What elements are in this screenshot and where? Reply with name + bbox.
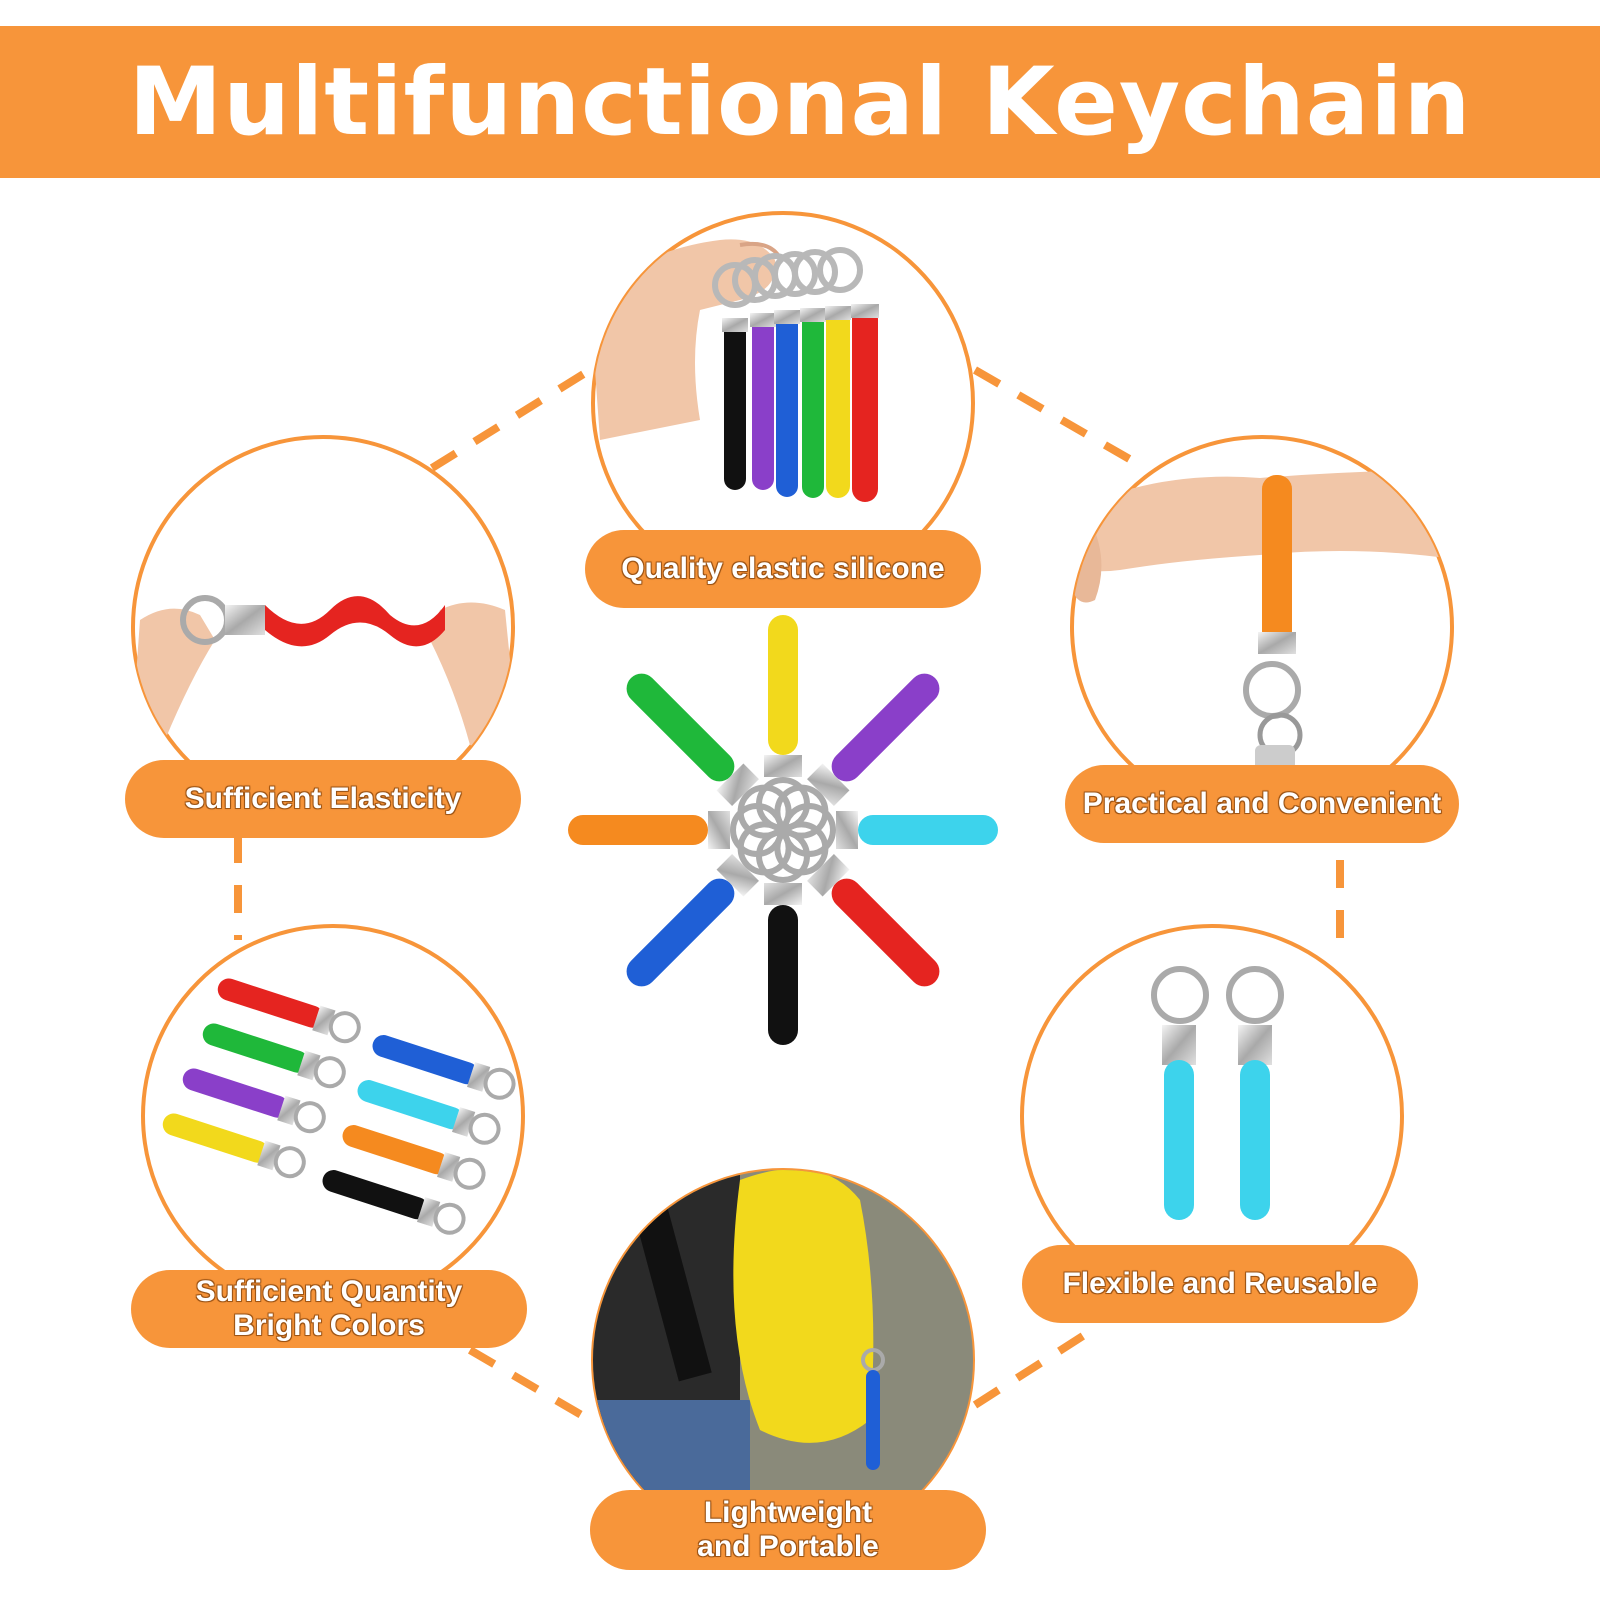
photo-eight-keychains (162, 978, 516, 1235)
label-practical-and-convenient: Practical and Convenient (1065, 765, 1459, 843)
label-text: Practical and Convenient (1082, 787, 1442, 820)
label-sufficient-elasticity: Sufficient Elasticity (125, 760, 521, 838)
label-text-line1: Sufficient Quantity (195, 1275, 463, 1308)
center-keychain-green (626, 673, 792, 839)
photo-backpack-keychain (593, 1170, 973, 1550)
label-text-line2: Bright Colors (233, 1309, 425, 1342)
center-keychain-orange (568, 803, 784, 857)
center-keychain-black (756, 829, 810, 1045)
label-text: Flexible and Reusable (1062, 1267, 1378, 1300)
center-keychain-cyan (782, 803, 998, 857)
photo-cyan-keychains (1151, 966, 1284, 1220)
photo-hand-holding-keychains (593, 239, 879, 502)
label-text: Sufficient Elasticity (184, 782, 462, 815)
label-sufficient-quantity-bright-colors: Sufficient Quantity Bright Colors (131, 1270, 527, 1348)
label-lightweight-and-portable: Lightweight and Portable (590, 1490, 986, 1570)
label-flexible-and-reusable: Flexible and Reusable (1022, 1245, 1418, 1323)
center-keychain-fan (568, 615, 998, 1045)
label-quality-elastic-silicone: Quality elastic silicone (585, 530, 981, 608)
title-banner: Multifunctional Keychain (0, 26, 1600, 178)
dashed-connector (234, 366, 1344, 1424)
label-text: Quality elastic silicone (621, 552, 945, 585)
label-text-line1: Lightweight (703, 1496, 873, 1529)
label-text-line2: and Portable (697, 1530, 879, 1563)
page-title: Multifunctional Keychain (128, 47, 1472, 157)
